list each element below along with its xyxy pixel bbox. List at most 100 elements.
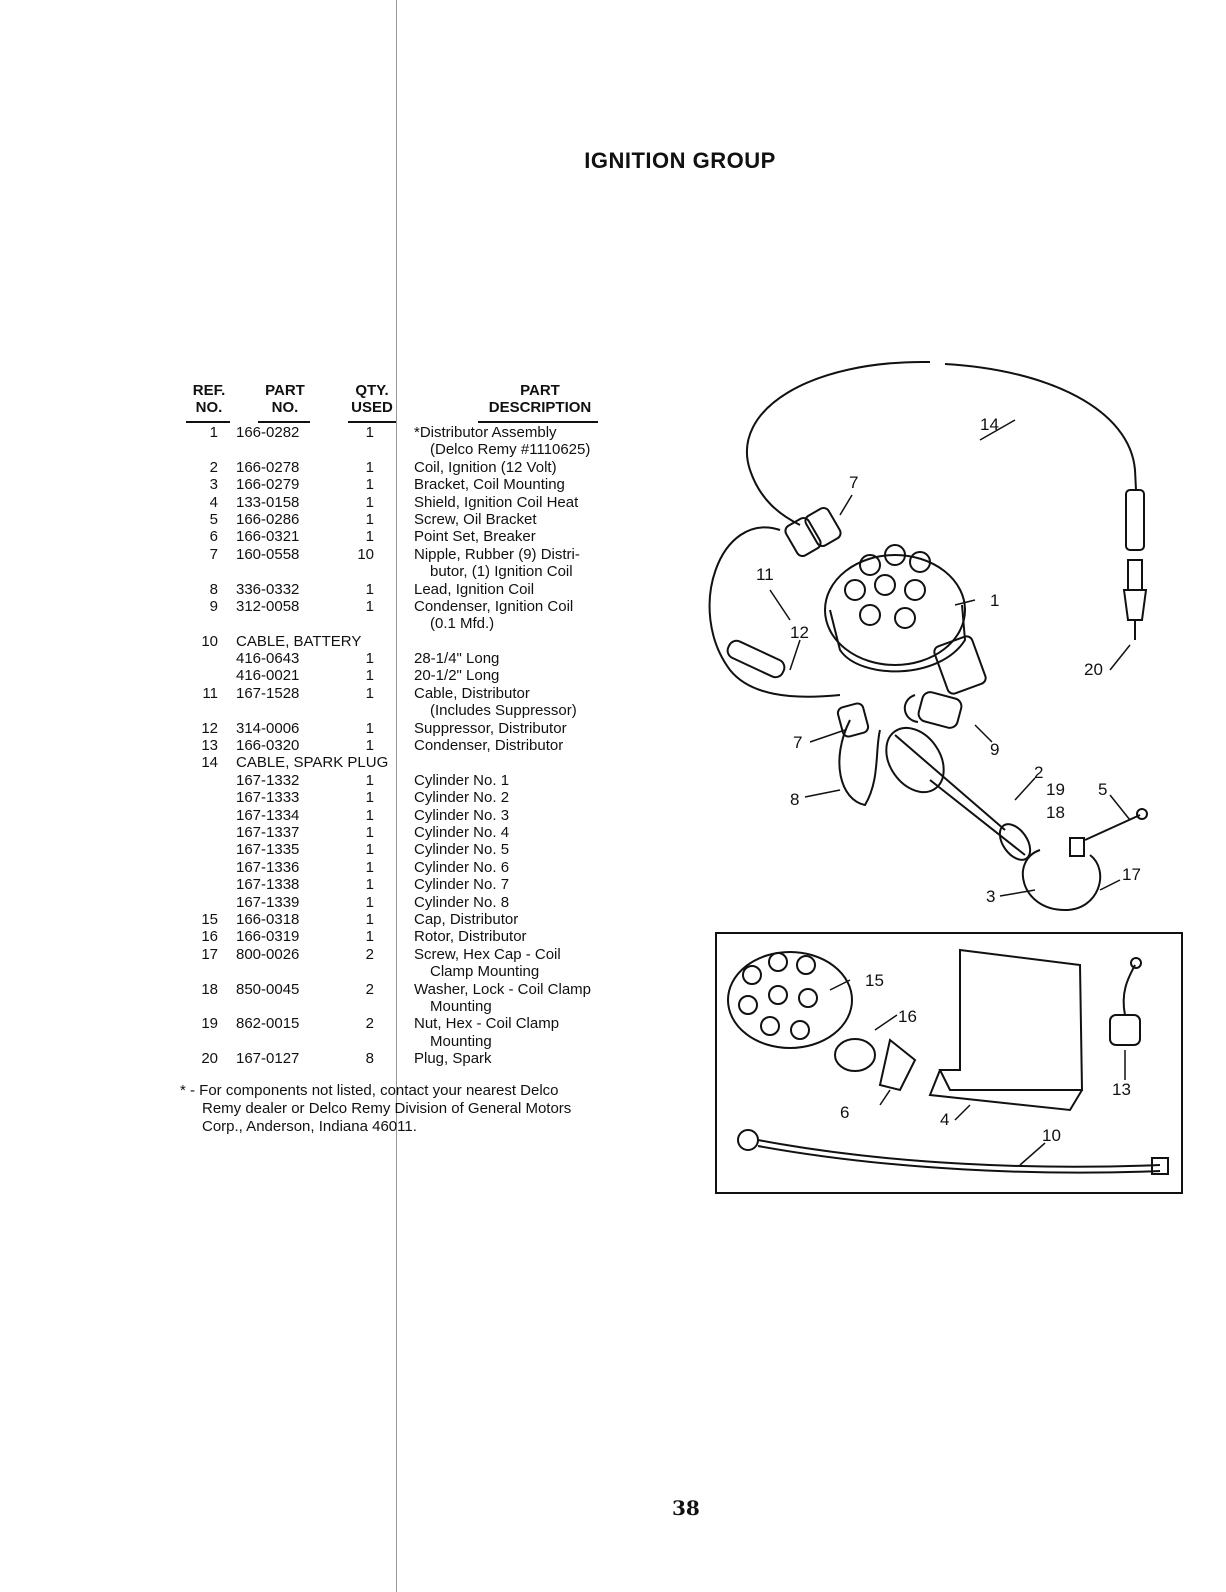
ref-no-cell: 5 bbox=[209, 510, 218, 528]
part-no-cell: 166-0286 bbox=[236, 510, 300, 528]
ref-no-cell: 2 bbox=[209, 458, 218, 476]
ref-no-cell: 3 bbox=[209, 476, 218, 494]
header-ref: REF. NO. bbox=[186, 382, 232, 416]
qty-cell: 1 bbox=[365, 597, 374, 615]
table-row: (0.1 Mfd.) bbox=[186, 615, 626, 632]
callout-9: 9 bbox=[990, 740, 999, 759]
header-qty-line1: QTY. bbox=[355, 382, 389, 399]
qty-cell: 1 bbox=[365, 424, 374, 441]
header-rule bbox=[186, 421, 230, 423]
callout-3: 3 bbox=[986, 887, 995, 906]
ref-no-cell: 8 bbox=[209, 580, 218, 598]
callout-4: 4 bbox=[940, 1110, 949, 1129]
table-row: (Delco Remy #1110625) bbox=[186, 441, 626, 458]
qty-cell: 1 bbox=[365, 650, 374, 668]
ref-no-cell: 13 bbox=[201, 737, 218, 755]
description-cell: Mounting bbox=[430, 997, 492, 1015]
ref-no-cell: 15 bbox=[201, 910, 218, 928]
footnote-line: Remy dealer or Delco Remy Division of Ge… bbox=[202, 1100, 572, 1117]
description-cell: Condenser, Distributor bbox=[414, 737, 564, 755]
part-no-cell: 166-0320 bbox=[236, 737, 300, 755]
qty-cell: 1 bbox=[365, 493, 374, 511]
part-no-cell: 167-1339 bbox=[236, 893, 300, 911]
spark-plug-cable-drawing bbox=[745, 360, 931, 526]
description-cell: Cylinder No. 1 bbox=[414, 771, 510, 789]
qty-cell: 8 bbox=[365, 1050, 374, 1068]
qty-cell: 1 bbox=[365, 719, 374, 737]
qty-cell: 1 bbox=[365, 910, 374, 928]
rotor-and-points-drawing bbox=[834, 1038, 917, 1092]
part-no-cell: 166-0282 bbox=[236, 424, 300, 441]
spark-plug-drawing bbox=[1122, 559, 1148, 640]
suppressor-drawing bbox=[726, 639, 786, 679]
callout-19: 19 bbox=[1046, 780, 1065, 799]
description-cell: Rotor, Distributor bbox=[414, 928, 527, 946]
part-no-cell: 133-0158 bbox=[236, 493, 300, 511]
description-cell: Cylinder No. 7 bbox=[414, 876, 510, 894]
group-heading-cell: CABLE, BATTERY bbox=[236, 632, 362, 650]
qty-cell: 1 bbox=[365, 528, 374, 546]
description-cell: Bracket, Coil Mounting bbox=[414, 476, 565, 494]
inset-frame bbox=[715, 932, 1183, 1194]
part-no-cell: 314-0006 bbox=[236, 719, 300, 737]
cable-boot-drawing bbox=[1125, 489, 1145, 551]
callout-14: 14 bbox=[980, 415, 999, 434]
ref-no-cell: 18 bbox=[201, 980, 218, 998]
qty-cell: 1 bbox=[365, 771, 374, 789]
description-cell: Cylinder No. 8 bbox=[414, 893, 510, 911]
description-cell: (0.1 Mfd.) bbox=[430, 615, 495, 633]
qty-cell: 1 bbox=[365, 858, 374, 876]
callout-6: 6 bbox=[840, 1103, 849, 1122]
description-cell: Coil, Ignition (12 Volt) bbox=[414, 458, 557, 476]
description-cell: Suppressor, Distributor bbox=[414, 719, 567, 737]
ref-no-cell: 6 bbox=[209, 528, 218, 546]
description-cell: Mounting bbox=[430, 1032, 492, 1050]
ref-no-cell: 20 bbox=[201, 1050, 218, 1068]
callout-10: 10 bbox=[1042, 1126, 1061, 1145]
page-title: IGNITION GROUP bbox=[584, 148, 776, 173]
callout-7: 7 bbox=[793, 733, 802, 752]
table-row: Clamp Mounting bbox=[186, 963, 626, 980]
footnote: * - For components not listed, contact y… bbox=[180, 1082, 630, 1136]
description-cell: (Includes Suppressor) bbox=[430, 702, 577, 720]
qty-cell: 1 bbox=[365, 667, 374, 685]
qty-cell: 1 bbox=[365, 737, 374, 755]
qty-cell: 1 bbox=[365, 510, 374, 528]
part-no-cell: 336-0332 bbox=[236, 580, 300, 598]
ref-no-cell: 11 bbox=[202, 684, 218, 702]
qty-cell: 2 bbox=[365, 980, 374, 998]
table-row: 13 166-0320 1 Condenser, Distributor bbox=[186, 737, 626, 754]
callout-8: 8 bbox=[790, 790, 799, 809]
qty-cell: 1 bbox=[365, 876, 374, 894]
header-desc-line2: DESCRIPTION bbox=[488, 399, 592, 416]
callout-17: 17 bbox=[1122, 865, 1141, 884]
description-cell: 28-1/4" Long bbox=[414, 650, 500, 668]
ignition-lead-drawing bbox=[838, 719, 881, 807]
part-no-cell: 160-0558 bbox=[236, 545, 300, 563]
header-ref-line1: REF. bbox=[192, 382, 226, 399]
description-cell: Lead, Ignition Coil bbox=[414, 580, 535, 598]
header-rule bbox=[348, 421, 396, 423]
description-cell: Cap, Distributor bbox=[414, 910, 519, 928]
callout-13: 13 bbox=[1112, 1080, 1131, 1099]
qty-cell: 1 bbox=[365, 476, 374, 494]
part-no-cell: 862-0015 bbox=[236, 1015, 300, 1033]
battery-cable-drawing bbox=[737, 1129, 1169, 1175]
description-cell: Cylinder No. 4 bbox=[414, 823, 510, 841]
header-ref-line2: NO. bbox=[195, 399, 223, 416]
